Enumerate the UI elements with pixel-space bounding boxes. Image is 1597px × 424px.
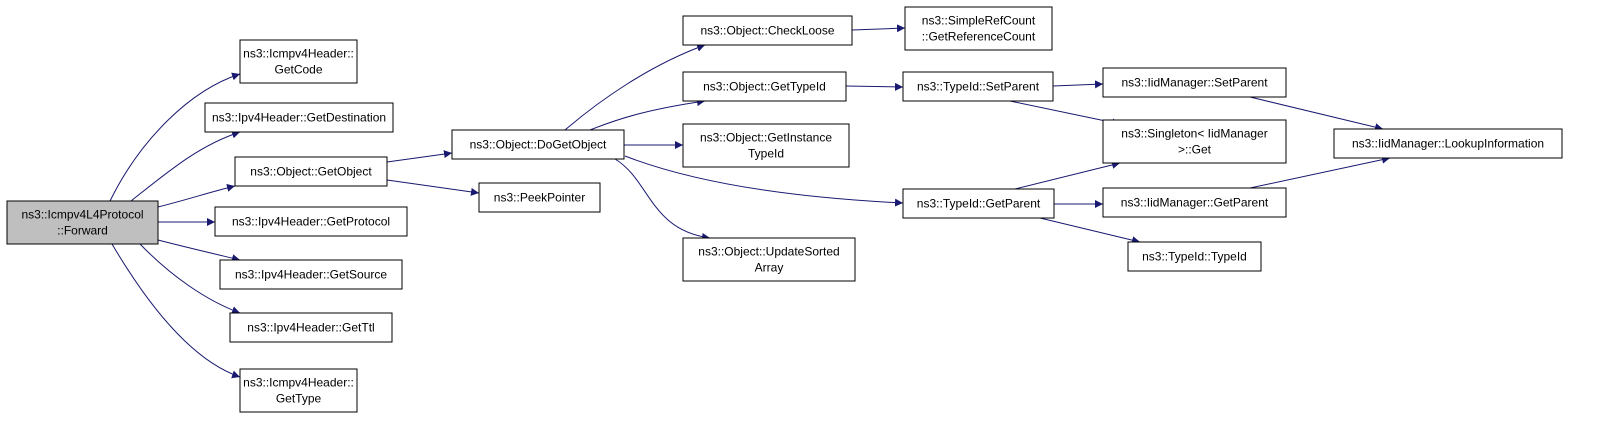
- node-icmp-gettype[interactable]: ns3::Icmpv4Header::GetType: [239, 368, 358, 413]
- node-label: ns3::Object::UpdateSorted: [698, 245, 839, 259]
- edge-obj_dogetobject-to-obj_updatesorted: [614, 158, 711, 241]
- node-label: ::Forward: [57, 224, 108, 238]
- node-label: ns3::Icmpv4Header::: [243, 47, 354, 61]
- node-label: ns3::Ipv4Header::GetSource: [235, 268, 387, 282]
- edge-obj_dogetobject-to-obj_gettypeid: [589, 98, 706, 131]
- node-box: [1102, 67, 1287, 98]
- node-label: ns3::Icmpv4L4Protocol: [21, 208, 143, 222]
- node-box: [682, 123, 850, 168]
- nodes-layer: ns3::Icmpv4L4Protocol::Forwardns3::Icmpv…: [6, 6, 1563, 413]
- node-label: ns3::IidManager::GetParent: [1121, 196, 1269, 210]
- node-label: ns3::SimpleRefCount: [922, 14, 1036, 28]
- node-box: [904, 6, 1053, 51]
- node-box: [219, 259, 403, 290]
- node-box: [902, 188, 1055, 219]
- node-ipv4-getprotocol[interactable]: ns3::Ipv4Header::GetProtocol: [214, 206, 408, 237]
- edge-forward-to-icmp_getcode: [109, 72, 241, 202]
- edge-obj_gettypeid-to-typeid_setparent: [845, 82, 904, 91]
- node-label: ns3::Object::GetTypeId: [703, 80, 826, 94]
- node-label: >::Get: [1178, 143, 1212, 157]
- node-box: [239, 368, 358, 413]
- node-icmp-getcode[interactable]: ns3::Icmpv4Header::GetCode: [239, 39, 358, 84]
- node-label: ns3::TypeId::TypeId: [1142, 250, 1247, 264]
- node-label: ns3::TypeId::GetParent: [917, 197, 1041, 211]
- edge-forward-to-ipv4_getdest: [130, 130, 241, 202]
- node-box: [229, 312, 393, 343]
- node-box: [1127, 241, 1262, 272]
- node-label: TypeId: [748, 147, 784, 161]
- edge-typeid_setparent-to-iidmgr_setparent: [1052, 80, 1104, 89]
- edge-obj_checkloose-to-simpleref_getrefcount: [851, 24, 906, 33]
- node-simpleref-getrefcount[interactable]: ns3::SimpleRefCount::GetReferenceCount: [904, 6, 1053, 51]
- node-box: [239, 39, 358, 84]
- node-label: GetCode: [274, 63, 322, 77]
- edge-forward-to-ipv4_getsource: [157, 239, 241, 263]
- node-peekpointer[interactable]: ns3::PeekPointer: [478, 182, 601, 213]
- edge-obj_dogetobject-to-obj_checkloose: [564, 43, 706, 131]
- node-iidmgr-getparent[interactable]: ns3::IidManager::GetParent: [1102, 187, 1287, 218]
- node-label: ns3::Object::CheckLoose: [700, 24, 834, 38]
- node-label: ns3::Object::DoGetObject: [470, 138, 607, 152]
- node-box: [682, 71, 847, 102]
- node-obj-getobject[interactable]: ns3::Object::GetObject: [234, 156, 388, 187]
- edge-forward-to-ipv4_getttl: [139, 243, 241, 314]
- edge-iidmgr_setparent-to-iidmgr_lookup: [1249, 96, 1384, 132]
- node-ipv4-getttl[interactable]: ns3::Ipv4Header::GetTtl: [229, 312, 393, 343]
- edge-obj_dogetobject-to-typeid_getparent: [624, 155, 904, 207]
- node-box: [682, 15, 853, 46]
- node-box: [902, 71, 1054, 102]
- node-typeid-typeid[interactable]: ns3::TypeId::TypeId: [1127, 241, 1262, 272]
- node-label: ns3::TypeId::SetParent: [917, 80, 1040, 94]
- node-typeid-getparent[interactable]: ns3::TypeId::GetParent: [902, 188, 1055, 219]
- node-label: ::GetReferenceCount: [922, 30, 1036, 44]
- node-label: ns3::Icmpv4Header::: [243, 376, 354, 390]
- node-label: ns3::IidManager::LookupInformation: [1352, 137, 1544, 151]
- node-forward[interactable]: ns3::Icmpv4L4Protocol::Forward: [6, 200, 159, 245]
- node-box: [214, 206, 408, 237]
- node-label: ns3::Object::GetObject: [250, 165, 372, 179]
- node-box: [6, 200, 159, 245]
- node-box: [682, 237, 856, 282]
- node-label: ns3::PeekPointer: [494, 191, 585, 205]
- node-obj-checkloose[interactable]: ns3::Object::CheckLoose: [682, 15, 853, 46]
- node-box: [204, 102, 394, 133]
- node-box: [478, 182, 601, 213]
- node-box: [1333, 128, 1563, 159]
- node-ipv4-getdest[interactable]: ns3::Ipv4Header::GetDestination: [204, 102, 394, 133]
- node-label: ns3::Ipv4Header::GetTtl: [247, 321, 374, 335]
- node-label: ns3::Ipv4Header::GetDestination: [212, 111, 386, 125]
- node-label: Array: [755, 261, 784, 275]
- node-ipv4-getsource[interactable]: ns3::Ipv4Header::GetSource: [219, 259, 403, 290]
- edge-iidmgr_getparent-to-iidmgr_lookup: [1249, 155, 1391, 189]
- node-singleton-get[interactable]: ns3::Singleton< IidManager>::Get: [1102, 119, 1287, 164]
- node-label: ns3::Ipv4Header::GetProtocol: [232, 215, 390, 229]
- node-iidmgr-lookup[interactable]: ns3::IidManager::LookupInformation: [1333, 128, 1563, 159]
- node-typeid-setparent[interactable]: ns3::TypeId::SetParent: [902, 71, 1054, 102]
- node-box: [1102, 119, 1287, 164]
- edge-typeid_setparent-to-singleton_get: [1009, 100, 1121, 127]
- node-box: [234, 156, 388, 187]
- edge-forward-to-icmp_gettype: [111, 243, 241, 379]
- node-box: [1102, 187, 1287, 218]
- node-box: [451, 129, 625, 160]
- edges-layer: [109, 24, 1391, 379]
- node-label: GetType: [276, 392, 322, 406]
- node-label: ns3::IidManager::SetParent: [1121, 76, 1268, 90]
- edge-typeid_getparent-to-typeid_typeid: [1039, 217, 1141, 245]
- node-obj-gettypeid[interactable]: ns3::Object::GetTypeId: [682, 71, 847, 102]
- edge-obj_getobject-to-obj_dogetobject: [386, 150, 453, 163]
- edge-typeid_getparent-to-singleton_get: [1014, 161, 1121, 190]
- node-iidmgr-setparent[interactable]: ns3::IidManager::SetParent: [1102, 67, 1287, 98]
- edge-forward-to-obj_getobject: [157, 183, 236, 208]
- edge-obj_getobject-to-peekpointer: [386, 179, 480, 196]
- node-obj-dogetobject[interactable]: ns3::Object::DoGetObject: [451, 129, 625, 160]
- node-label: ns3::Object::GetInstance: [700, 131, 832, 145]
- node-label: ns3::Singleton< IidManager: [1121, 127, 1267, 141]
